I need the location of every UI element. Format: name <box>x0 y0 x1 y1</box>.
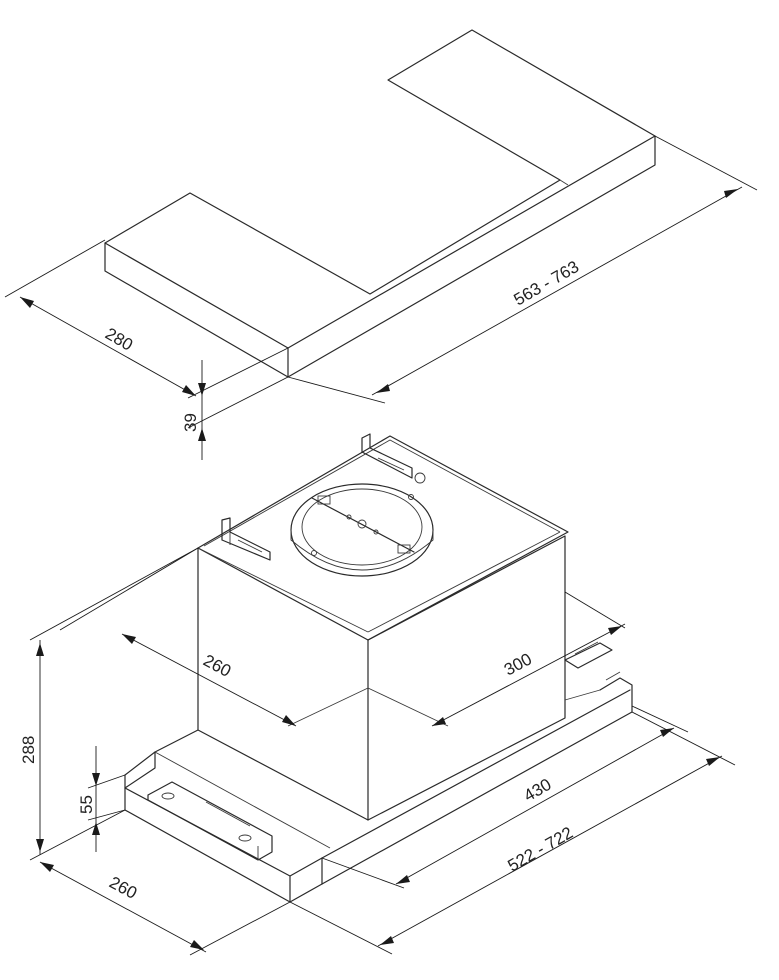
dim-label-hood-depth: 260 <box>200 651 234 681</box>
dim-top-length: 563 - 763 <box>287 135 758 404</box>
top-panel <box>104 29 656 378</box>
mounting-bracket-left <box>221 517 271 561</box>
dim-label-top-thickness: 39 <box>181 413 200 432</box>
dim-label-top-depth: 280 <box>102 324 136 355</box>
hood-body <box>197 435 569 821</box>
dim-label-base-inner-width: 430 <box>521 775 555 806</box>
hood-base <box>124 641 633 903</box>
mounting-bracket-right <box>361 433 426 484</box>
dim-label-base-height: 55 <box>77 795 96 814</box>
dim-label-base-width: 522 - 722 <box>505 823 577 875</box>
dim-top-thickness: 39 <box>181 347 289 460</box>
dim-label-total-height: 288 <box>19 736 38 764</box>
dim-base-depth: 260 <box>39 861 291 956</box>
dim-label-hood-width: 300 <box>501 649 535 679</box>
dim-hood-depth: 260 <box>59 547 297 727</box>
dim-label-base-depth: 260 <box>106 873 140 903</box>
dim-total-height: 288 <box>19 547 199 861</box>
dim-top-depth: 280 <box>4 239 197 397</box>
outlet-collar <box>290 483 434 577</box>
dim-base-height: 55 <box>77 746 126 852</box>
dim-base-width: 522 - 722 <box>289 711 736 955</box>
